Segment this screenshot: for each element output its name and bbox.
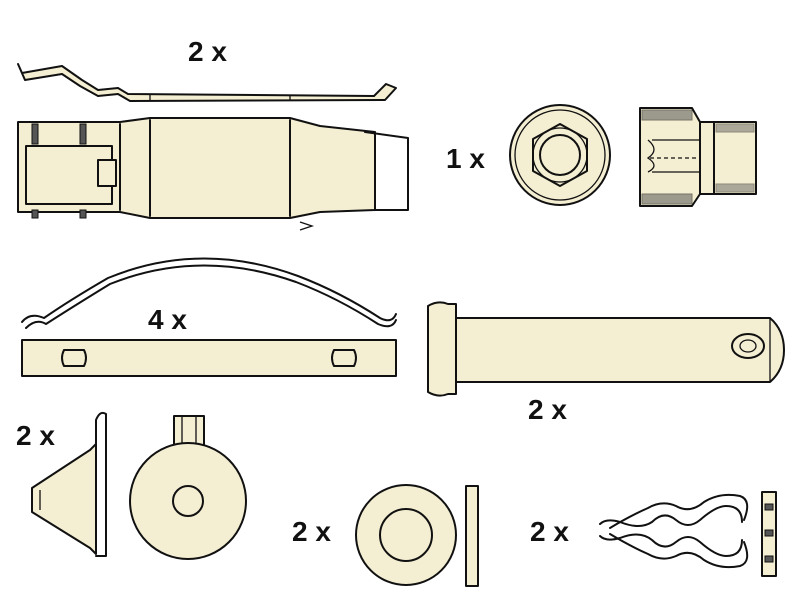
arch-spring bbox=[21, 257, 397, 329]
guide-pin bbox=[427, 301, 785, 397]
flat-spring-side-view bbox=[17, 63, 397, 102]
round-plate-with-tab bbox=[129, 415, 247, 560]
retaining-clip bbox=[599, 491, 777, 577]
qty-label-cone: 2 x bbox=[16, 420, 55, 451]
qty-label-washer: 2 x bbox=[292, 516, 331, 547]
qty-label-arch-spring: 4 x bbox=[148, 304, 187, 335]
qty-label-pin: 2 x bbox=[528, 394, 567, 425]
qty-label-bolt: 1 x bbox=[446, 143, 485, 174]
qty-label-top-spring: 2 x bbox=[188, 36, 227, 67]
bolt-head-end-view bbox=[509, 104, 611, 206]
flat-strip bbox=[21, 339, 397, 377]
washer bbox=[355, 484, 479, 587]
spring-plate-top-view bbox=[17, 117, 409, 231]
bolt-side-section bbox=[639, 107, 757, 207]
qty-label-clip: 2 x bbox=[530, 516, 569, 547]
cone-bushing-side-view bbox=[31, 411, 107, 557]
